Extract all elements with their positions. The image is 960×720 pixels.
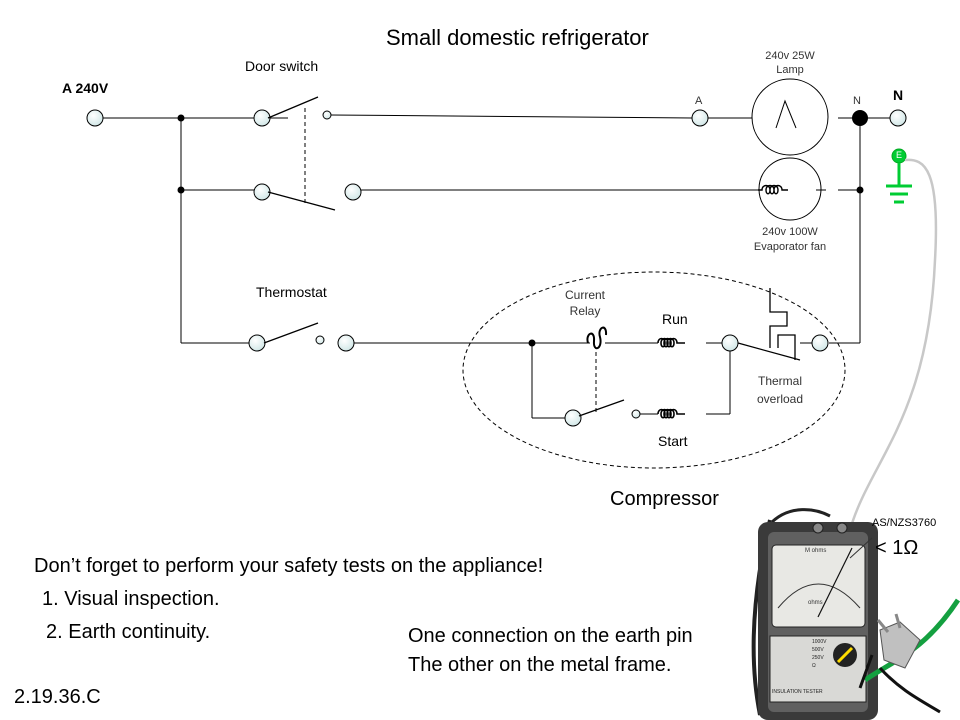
earth-symbol: [886, 148, 912, 204]
door-switch: [267, 96, 336, 211]
neutral-terminal: [852, 110, 868, 126]
lamp-n-label: N: [853, 95, 861, 107]
lamp-a-label: A: [695, 95, 703, 107]
compressor-label: Compressor: [610, 488, 719, 510]
tester-unit-label: ohms: [808, 600, 823, 606]
lamp-rating-label: 240v 25W: [765, 50, 815, 62]
active-supply-label: A 240V: [62, 80, 109, 96]
relay-switch: [578, 352, 625, 417]
fan-rating-label: 240v 100W: [762, 226, 818, 238]
start-label: Start: [658, 433, 688, 449]
compressor-boundary: [462, 271, 846, 469]
fan-label: Evaporator fan: [753, 241, 827, 253]
run-winding: [657, 337, 685, 348]
tester-range-1: 1000V: [812, 639, 827, 645]
start-winding: [657, 408, 685, 419]
lamp-symbol: [751, 78, 829, 156]
insulation-tester-image: [751, 508, 878, 720]
thermal-overload-label-1: Thermal: [757, 374, 802, 388]
connection-note-1: One connection on the earth pin: [408, 625, 693, 647]
plug-and-lead: [858, 598, 960, 714]
current-relay-label-2: Relay: [569, 304, 601, 318]
current-relay-label-1: Current: [564, 288, 605, 302]
tester-range-2: 500V: [812, 647, 824, 653]
connection-note-2: The other on the metal frame.: [408, 654, 672, 676]
current-relay-coil: [586, 326, 608, 350]
test-lead: [848, 158, 938, 531]
tester-reading: < 1Ω: [875, 537, 919, 559]
reading-pointer-line: [849, 537, 873, 559]
tester-range-4: Ω: [812, 663, 816, 669]
tester-name: INSULATION TESTER: [772, 689, 823, 695]
thermostat-label: Thermostat: [256, 284, 327, 300]
step-visual-inspection: 1. Visual inspection.: [42, 588, 220, 610]
thermal-overload-element: [769, 288, 796, 360]
diagram-title: Small domestic refrigerator: [386, 25, 649, 50]
thermostat-switch: [263, 322, 319, 344]
lamp-label: Lamp: [776, 64, 804, 76]
circuit-wires: [103, 114, 890, 419]
neutral-supply-label: N: [893, 87, 904, 103]
step-earth-continuity: 2. Earth continuity.: [46, 621, 211, 643]
run-label: Run: [662, 311, 688, 327]
earth-label: E: [896, 150, 903, 160]
slide-id: 2.19.36.C: [14, 686, 101, 708]
tester-scale-label: M ohms: [805, 548, 827, 554]
standard-label: AS/NZS3760: [872, 517, 937, 529]
tester-range-3: 250V: [812, 655, 824, 661]
safety-reminder: Don’t forget to perform your safety test…: [34, 555, 544, 577]
thermal-overload-label-2: overload: [756, 392, 804, 406]
junction-dots: [177, 114, 864, 347]
evaporator-fan-symbol: [716, 157, 826, 221]
open-contacts: [315, 110, 641, 419]
door-switch-label: Door switch: [245, 58, 319, 74]
